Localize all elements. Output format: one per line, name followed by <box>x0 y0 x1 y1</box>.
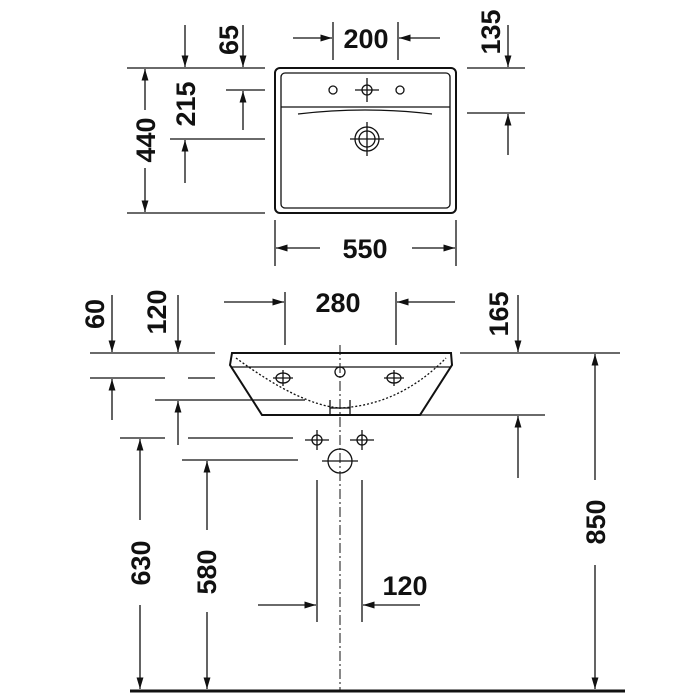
tap-hole-icon <box>328 85 338 95</box>
dim-60-label: 60 <box>80 299 110 329</box>
tap-hole-icon <box>395 85 405 95</box>
dim-65-label: 65 <box>214 25 244 55</box>
dim-135-label: 135 <box>476 9 506 54</box>
dim-165-label: 165 <box>484 291 514 336</box>
dim-200-label: 200 <box>343 24 388 54</box>
dim-280-label: 280 <box>315 288 360 318</box>
dim-630-label: 630 <box>126 540 156 585</box>
front-view: 60 120 280 165 850 630 580 120 <box>80 288 625 693</box>
dim-580-label: 580 <box>192 549 222 594</box>
dim-850-label: 850 <box>581 499 611 544</box>
dim-120-top-label: 120 <box>142 289 172 334</box>
dim-215-label: 215 <box>171 81 201 126</box>
plan-view: 65 200 135 440 215 550 <box>127 9 525 266</box>
dim-550-label: 550 <box>342 234 387 264</box>
dim-120-bottom-label: 120 <box>382 571 427 601</box>
basin-front-outline <box>228 352 454 416</box>
basin-outline <box>274 67 457 214</box>
dim-440-label: 440 <box>131 117 161 162</box>
